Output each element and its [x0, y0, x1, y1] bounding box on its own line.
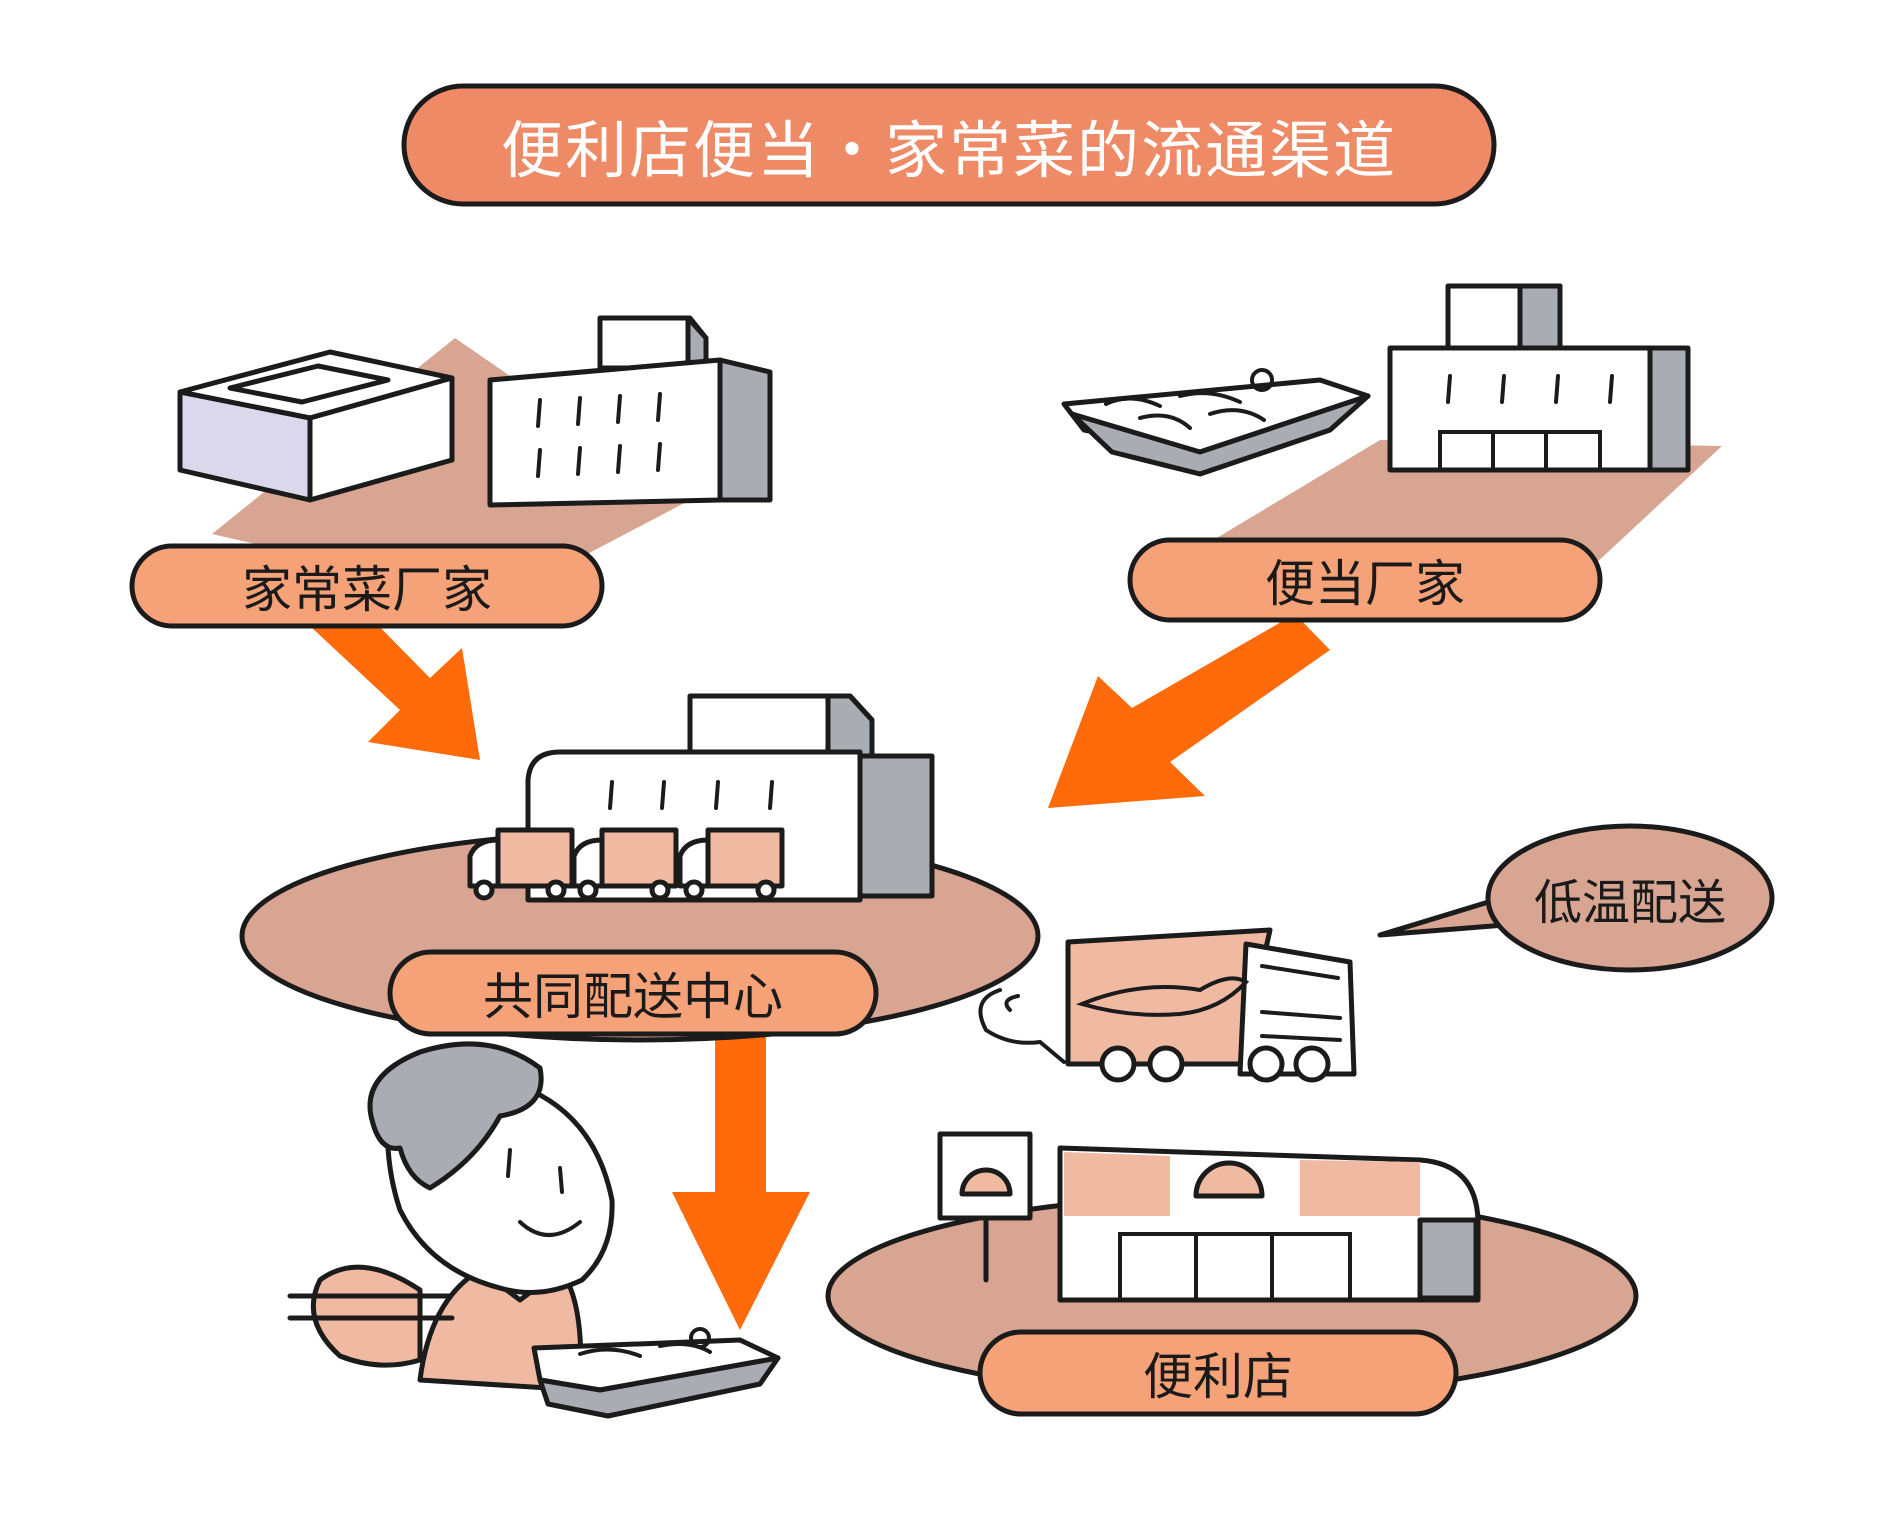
pill-side-dish-factory	[129, 543, 605, 629]
node-label-side-dish-factory: 家常菜厂家	[242, 561, 492, 619]
ground-plate-left	[212, 338, 690, 600]
convenience-store-icon	[937, 1131, 1481, 1303]
factory-building-icon	[487, 315, 773, 508]
factory-building-icon	[1387, 283, 1691, 473]
callout-bubble	[1377, 823, 1775, 973]
callout-label-cold-chain: 低温配送	[1533, 875, 1726, 931]
arrow-factory-to-center-right	[1048, 614, 1330, 808]
node-label-distribution-center: 共同配送中心	[483, 968, 783, 1026]
bento-box-icon	[1061, 368, 1371, 477]
delivery-truck-icon	[571, 827, 679, 901]
side-dish-box-icon	[177, 349, 455, 503]
delivery-truck-icon	[677, 827, 785, 901]
bento-box-icon	[531, 1327, 781, 1419]
arrow-factory-to-center-left	[295, 612, 480, 760]
page-title: 便利店便当・家常菜的流通渠道	[500, 114, 1397, 187]
pill-distribution-center	[387, 949, 879, 1037]
arrow-center-to-consumer	[672, 1030, 810, 1330]
side-dish-factory-group	[177, 315, 773, 600]
node-label-convenience-store: 便利店	[1143, 1348, 1293, 1406]
bento-factory-group	[1061, 283, 1722, 578]
man-eating-icon	[287, 1041, 781, 1419]
pill-bento-factory	[1127, 537, 1603, 623]
delivery-truck-icon	[467, 827, 575, 901]
refrigerated-truck-icon	[978, 927, 1357, 1083]
node-label-bento-factory: 便当厂家	[1265, 555, 1465, 613]
distribution-center-icon	[467, 693, 935, 903]
pill-convenience-store	[977, 1329, 1459, 1417]
title-banner	[401, 83, 1497, 207]
